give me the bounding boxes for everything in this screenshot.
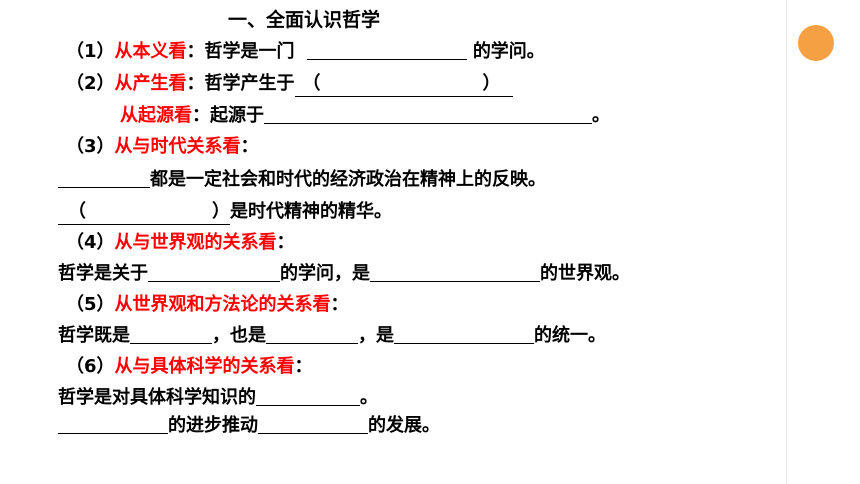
section-6-number: （6）	[66, 356, 115, 377]
section-4-colon: ：	[276, 232, 295, 253]
section-6-colon: ：	[294, 356, 313, 377]
blank-field[interactable]	[58, 169, 150, 188]
section-3-number: （3）	[66, 136, 115, 157]
section-3-colon: ：	[240, 136, 259, 157]
divider-line	[786, 0, 787, 484]
section-1-number: （1）	[66, 41, 115, 62]
section-5a-prefix: 哲学既是	[58, 325, 130, 346]
section-6: （6）从与具体科学的关系看：	[66, 355, 313, 379]
section-6a-prefix: 哲学是对具体科学知识的	[58, 387, 256, 408]
section-5a-middle-1: ，也是	[212, 325, 266, 346]
section-6a-suffix: 。	[360, 387, 378, 408]
section-3a: 都是一定社会和时代的经济政治在精神上的反映。	[58, 168, 546, 192]
section-4-key: 从与世界观的关系看	[114, 232, 277, 253]
section-6a: 哲学是对具体科学知识的 。	[58, 386, 378, 410]
orange-circle-decoration	[798, 25, 834, 61]
section-5-key: 从世界观和方法论的关系看	[114, 294, 331, 315]
section-1: （1）从本义看：哲学是一门 的学问。	[66, 40, 545, 64]
blank-field[interactable]	[58, 415, 168, 434]
section-3b: （）是时代精神的精华。	[58, 200, 392, 225]
section-4a-prefix: 哲学是关于	[58, 263, 148, 284]
section-4a: 哲学是关于 的学问，是 的世界观。	[58, 262, 630, 286]
close-paren: ）	[212, 201, 230, 222]
section-2-prefix: 哲学产生于	[204, 73, 295, 94]
section-5a-middle-2: ，是	[358, 325, 394, 346]
section-5a: 哲学既是 ，也是 ，是 的统一。	[58, 324, 606, 348]
blank-field[interactable]	[266, 325, 358, 344]
section-4: （4）从与世界观的关系看：	[66, 231, 295, 255]
section-2-key: 从产生看	[114, 73, 187, 94]
section-2b-prefix: 起源于	[210, 105, 264, 126]
section-3a-text: 都是一定社会和时代的经济政治在精神上的反映。	[150, 169, 546, 190]
section-1-prefix: 哲学是一门	[204, 41, 295, 62]
section-2b-colon: ：	[192, 105, 210, 126]
section-4a-middle: 的学问，是	[280, 263, 370, 284]
section-5-number: （5）	[66, 294, 115, 315]
blank-field[interactable]	[394, 325, 534, 344]
page-title: 一、全面认识哲学	[228, 9, 381, 31]
section-6-key: 从与具体科学的关系看	[114, 356, 295, 377]
blank-field[interactable]	[370, 263, 540, 282]
section-5: （5）从世界观和方法论的关系看：	[66, 293, 349, 317]
open-paren: （	[68, 201, 86, 222]
blank-field[interactable]	[130, 325, 212, 344]
blank-field[interactable]: （）	[294, 72, 513, 97]
section-2-number: （2）	[66, 73, 115, 94]
section-1-colon: ：	[186, 41, 205, 62]
section-3: （3）从与时代关系看：	[66, 135, 259, 159]
section-3-key: 从与时代关系看	[114, 136, 241, 157]
section-2: （2）从产生看：哲学产生于（）	[66, 72, 513, 97]
section-4-number: （4）	[66, 232, 115, 253]
section-6b: 的进步推动 的发展。	[58, 414, 440, 438]
section-2b-suffix: 。	[592, 105, 610, 126]
section-6b-middle: 的进步推动	[168, 415, 258, 436]
section-2b-key: 从起源看	[120, 105, 192, 126]
section-1-suffix: 的学问。	[472, 41, 545, 62]
section-5a-suffix: 的统一。	[534, 325, 606, 346]
blank-field[interactable]	[256, 387, 360, 406]
section-1-key: 从本义看	[114, 41, 187, 62]
section-4a-suffix: 的世界观。	[540, 263, 630, 284]
close-paren: ）	[482, 73, 501, 94]
blank-field[interactable]	[258, 415, 368, 434]
open-paren: （	[302, 73, 321, 94]
section-2-colon: ：	[186, 73, 205, 94]
blank-field[interactable]	[264, 105, 592, 124]
blank-field[interactable]	[306, 41, 467, 60]
section-3b-text: 是时代精神的精华。	[230, 201, 392, 222]
section-5-colon: ：	[330, 294, 349, 315]
section-6b-suffix: 的发展。	[368, 415, 440, 436]
blank-field[interactable]	[148, 263, 280, 282]
blank-field[interactable]: （）	[58, 200, 230, 225]
section-2b: 从起源看：起源于 。	[120, 104, 610, 128]
